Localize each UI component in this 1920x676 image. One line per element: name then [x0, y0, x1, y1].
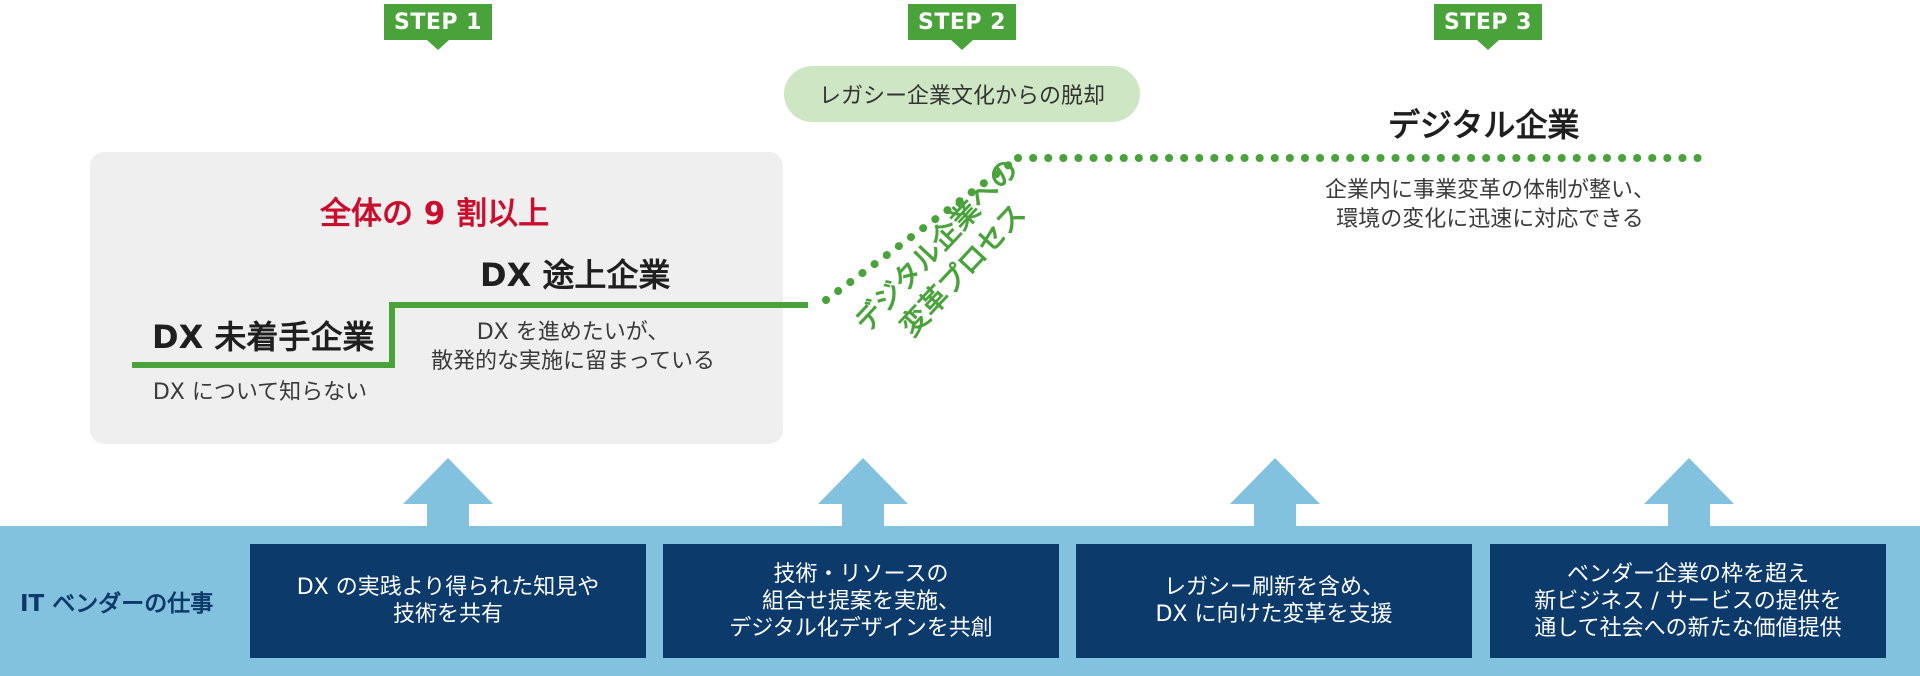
vendor-card-1: DX の実践より得られた知見や 技術を共有: [250, 544, 646, 658]
step-2-badge: STEP 2: [908, 4, 1016, 50]
vendor-card-2-line1: 技術・リソースの: [773, 561, 949, 587]
digital-company-desc: 企業内に事業変革の体制が整い、 環境の変化に迅速に対応できる: [1260, 176, 1720, 234]
dx-not-started-desc: DX について知らない: [152, 380, 368, 405]
vendor-card-4-line1: ベンダー企業の枠を超え: [1566, 561, 1809, 587]
up-arrow-3: [1230, 458, 1320, 532]
digital-company-desc-line1: 企業内に事業変革の体制が整い、: [1324, 178, 1655, 203]
dx-in-progress-title: DX 途上企業: [480, 256, 671, 294]
vendor-card-2-line2: 組合せ提案を実施、: [761, 588, 960, 614]
vendor-card-1-line1: DX の実践より得られた知見や: [296, 575, 600, 600]
step-1-badge: STEP 1: [384, 4, 492, 50]
vendor-card-1-line2: 技術を共有: [392, 602, 503, 627]
vendor-card-2-line3: デジタル化デザインを共創: [729, 615, 993, 641]
step-3-badge: STEP 3: [1434, 4, 1542, 50]
vendor-card-3: レガシー刷新を含め、 DX に向けた変革を支援: [1076, 544, 1472, 658]
dx-in-progress-desc-line2: 散発的な実施に留まっている: [430, 349, 716, 374]
dx-not-started-title: DX 未着手企業: [152, 318, 375, 356]
up-arrow-1: [403, 458, 493, 532]
vendor-card-3-line2: DX に向けた変革を支援: [1155, 602, 1393, 627]
dx-in-progress-desc: DX を進めたいが、 散発的な実施に留まっている: [408, 318, 738, 376]
legacy-exit-pill: レガシー企業文化からの脱却: [784, 66, 1140, 122]
step-2-label: STEP 2: [918, 9, 1006, 35]
vendor-card-4: ベンダー企業の枠を超え 新ビジネス / サービスの提供を 通して社会への新たな価…: [1490, 544, 1886, 658]
majority-highlight: 全体の 9 割以上: [320, 196, 550, 232]
up-arrow-2: [818, 458, 908, 532]
vendor-card-2: 技術・リソースの 組合せ提案を実施、 デジタル化デザインを共創: [663, 544, 1059, 658]
step-3-label: STEP 3: [1444, 9, 1532, 35]
digital-company-desc-line2: 環境の変化に迅速に対応できる: [1336, 207, 1644, 232]
up-arrow-4: [1644, 458, 1734, 532]
digital-company-title: デジタル企業: [1388, 106, 1580, 144]
transformation-process-label: デジタル企業への 変革プロセス: [835, 138, 1065, 377]
vendor-card-4-line2: 新ビジネス / サービスの提供を: [1534, 588, 1842, 614]
step-1-label: STEP 1: [394, 9, 482, 35]
legacy-exit-label: レガシー企業文化からの脱却: [818, 84, 1105, 109]
vendor-card-3-line1: レガシー刷新を含め、: [1163, 575, 1384, 600]
vendor-card-4-line3: 通して社会への新たな価値提供: [1534, 615, 1842, 641]
dx-in-progress-desc-line1: DX を進めたいが、: [476, 320, 670, 345]
step1-panel: [90, 152, 783, 444]
it-vendor-label: IT ベンダーの仕事: [20, 591, 214, 617]
